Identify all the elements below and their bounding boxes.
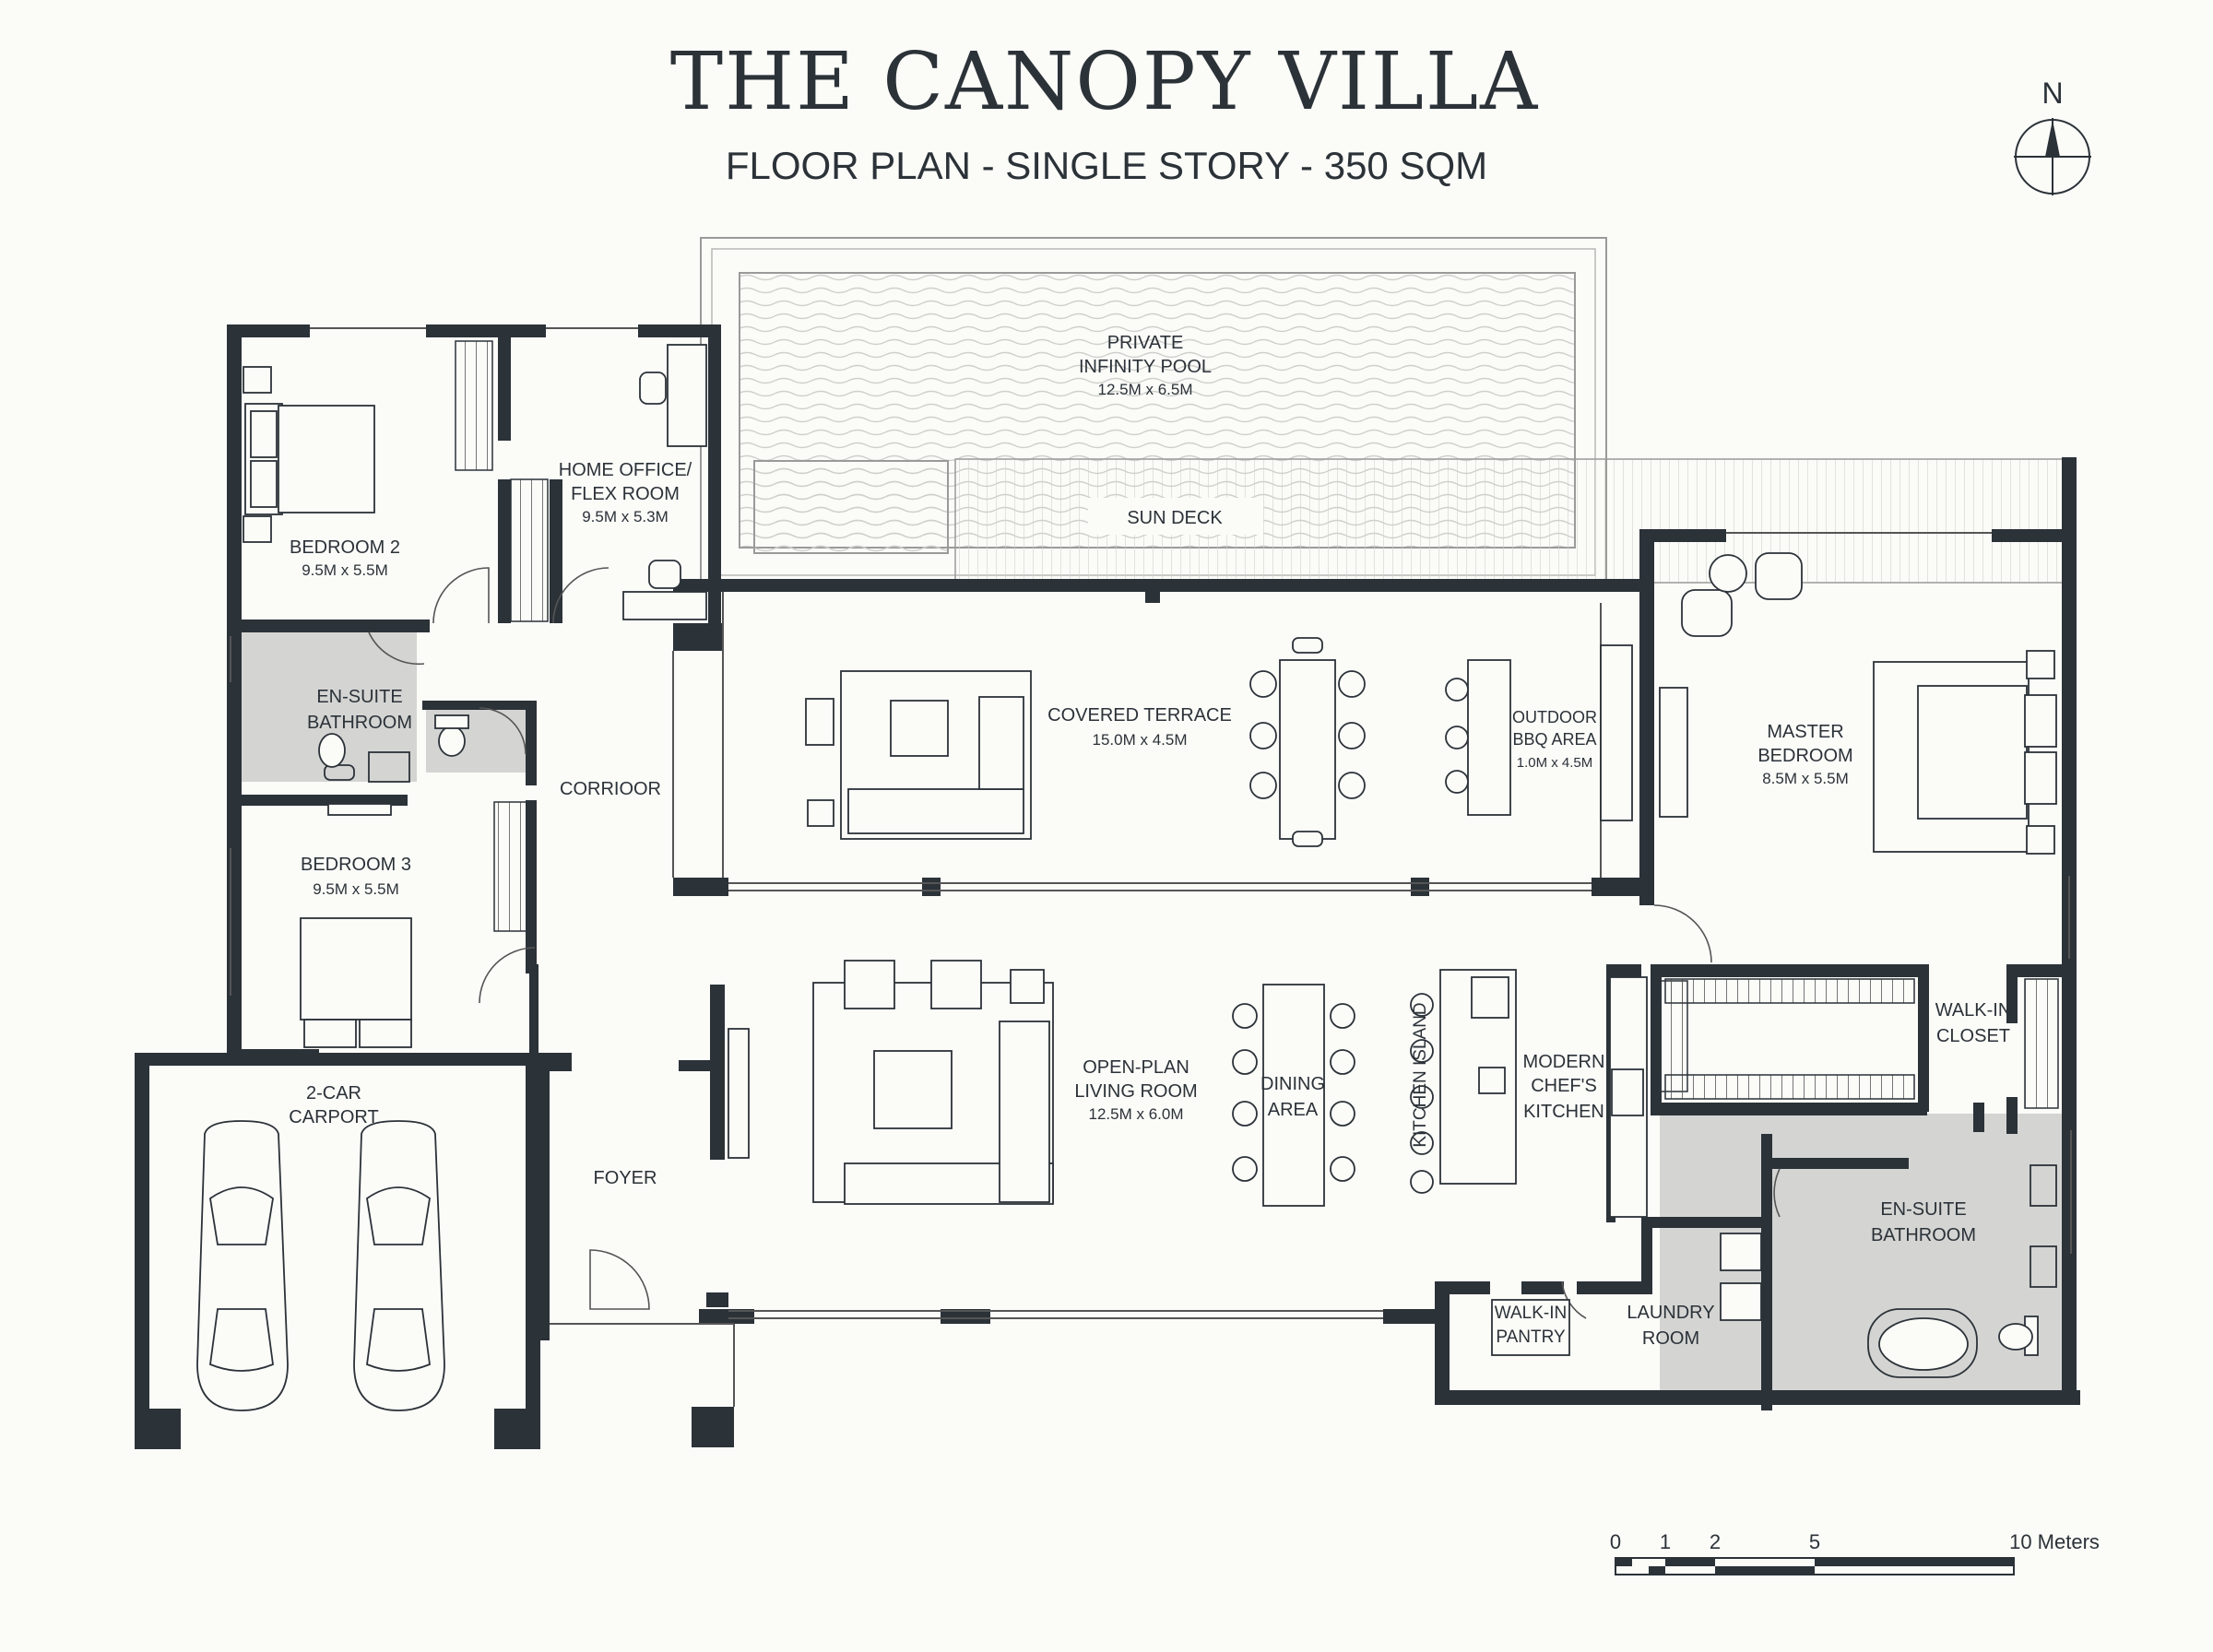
glazing-lines: [230, 327, 2072, 1407]
bbq-size: 1.0M x 4.5M: [1517, 755, 1593, 771]
corridor-label: CORRIOOR: [560, 779, 661, 799]
plan-title: THE CANOPY VILLA: [670, 36, 1540, 128]
ensuite-master-label-2: BATHROOM: [1871, 1225, 1976, 1245]
carport-label: 2-CAR: [306, 1083, 361, 1103]
walls: [135, 324, 2080, 1449]
bedroom2-label: BEDROOM 2: [290, 537, 400, 558]
plan-subtitle: FLOOR PLAN - SINGLE STORY - 350 SQM: [726, 144, 1487, 187]
master-bedroom-label-2: BEDROOM: [1757, 746, 1852, 766]
bbq-label-2: BBQ AREA: [1512, 730, 1596, 749]
scale-tick-5: 5: [1809, 1530, 1820, 1553]
door-swings: [368, 567, 1781, 1319]
foyer-label: FOYER: [594, 1168, 657, 1188]
dining-label: DINING: [1260, 1074, 1325, 1094]
furniture: [196, 344, 2057, 1411]
scale-tick-10: 10 Meters: [2009, 1530, 2100, 1553]
pool-label-2: INFINITY POOL: [1079, 357, 1212, 377]
walkin-closet-label: WALK-IN: [1935, 1000, 2012, 1021]
kitchen-label-2: CHEF'S: [1531, 1076, 1597, 1096]
kitchen-island-label: KITCHEN ISLAND: [1411, 1002, 1430, 1147]
living-room-label-2: LIVING ROOM: [1074, 1081, 1197, 1102]
dining-label-2: AREA: [1268, 1100, 1319, 1120]
room-labels: HOME OFFICE/ FLEX ROOM 9.5M x 5.3M BEDRO…: [289, 460, 2011, 1349]
sun-deck: SUN DECK: [954, 458, 2076, 584]
svg-text:N: N: [2041, 77, 2063, 110]
laundry-label: LAUNDRY: [1627, 1303, 1714, 1323]
pool-label: PRIVATE: [1107, 333, 1184, 353]
covered-terrace-size: 15.0M x 4.5M: [1093, 731, 1188, 749]
scale-tick-2: 2: [1710, 1530, 1721, 1553]
sun-deck-label: SUN DECK: [1127, 508, 1223, 528]
living-room-label: OPEN-PLAN: [1083, 1057, 1189, 1078]
walkin-pantry-label: WALK-IN: [1495, 1304, 1567, 1323]
bedroom3-label: BEDROOM 3: [301, 855, 411, 875]
scale-bar: 0 1 2 5 10 Meters: [1610, 1530, 2100, 1575]
living-room-size: 12.5M x 6.0M: [1089, 1105, 1184, 1123]
kitchen-label: MODERN: [1523, 1052, 1605, 1072]
walkin-closet-label-2: CLOSET: [1936, 1026, 2010, 1046]
walkin-pantry-label-2: PANTRY: [1496, 1328, 1566, 1347]
wardrobes: [455, 340, 2059, 1109]
bedroom2-size: 9.5M x 5.5M: [302, 561, 388, 579]
laundry-label-2: ROOM: [1642, 1328, 1699, 1349]
ensuite-master-label: EN-SUITE: [1880, 1199, 1966, 1220]
carport-label-2: CARPORT: [289, 1107, 378, 1127]
bbq-label: OUTDOOR: [1512, 708, 1597, 726]
home-office-label-2: FLEX ROOM: [571, 484, 680, 504]
home-office-size: 9.5M x 5.3M: [582, 508, 669, 525]
pool-size: 12.5M x 6.5M: [1098, 381, 1193, 398]
covered-terrace-label: COVERED TERRACE: [1047, 705, 1232, 726]
north-arrow-icon: N: [2014, 77, 2091, 195]
ensuite-small-label: EN-SUITE: [316, 687, 402, 707]
scale-tick-0: 0: [1610, 1530, 1621, 1553]
ensuite-small-label-2: BATHROOM: [307, 713, 412, 733]
scale-tick-1: 1: [1660, 1530, 1671, 1553]
kitchen-label-3: KITCHEN: [1523, 1102, 1604, 1122]
master-bedroom-size: 8.5M x 5.5M: [1762, 770, 1849, 787]
master-bedroom-label: MASTER: [1767, 722, 1843, 742]
home-office-label: HOME OFFICE/: [559, 460, 692, 480]
bedroom3-size: 9.5M x 5.5M: [313, 880, 399, 898]
